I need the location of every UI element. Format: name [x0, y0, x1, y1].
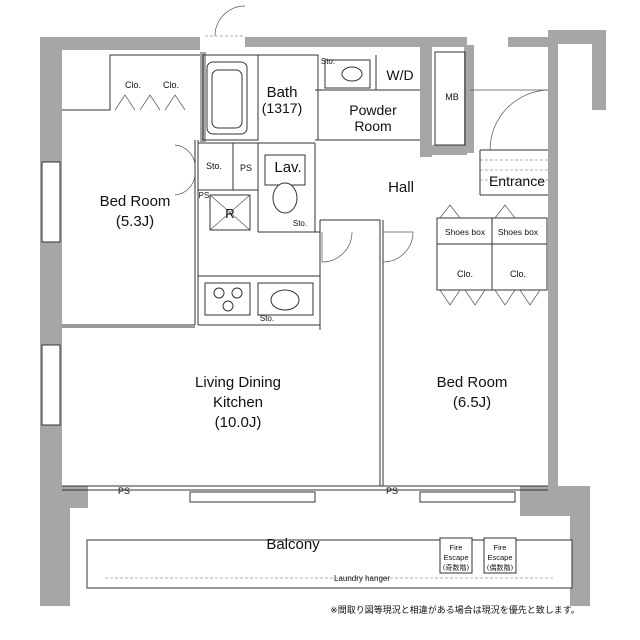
- room-labels: Bath (1317) W/D Powder Room Bed Room (5.…: [100, 67, 546, 553]
- windows: [41, 161, 516, 503]
- ps-tag-ldk: PS: [118, 486, 130, 496]
- shoes-box-tag-2: Shoes box: [498, 227, 539, 237]
- ps-tag-side: PS: [199, 191, 210, 200]
- clo-tag-2: Clo.: [163, 80, 179, 90]
- ldk-label-1: Living Dining: [195, 374, 281, 391]
- powder-room-label-2: Room: [354, 118, 391, 134]
- fire-escape-odd-tag-3: (奇数階): [443, 563, 470, 572]
- lav-label: Lav.: [274, 159, 301, 176]
- ldk-label-2: Kitchen: [213, 394, 263, 411]
- ps-tag-top: PS: [240, 163, 252, 173]
- fixtures: [86, 59, 573, 589]
- entrance-label: Entrance: [489, 173, 545, 189]
- wd-label: W/D: [386, 67, 413, 83]
- bedroom-right-label: Bed Room: [437, 374, 508, 391]
- fire-escape-odd-tag-1: Fire: [450, 543, 463, 552]
- sto-tag-kitchen: Sto.: [260, 314, 274, 323]
- interior-walls: [62, 51, 548, 491]
- doors: [114, 5, 549, 306]
- r-tag: R: [225, 206, 234, 221]
- sto-tag-left: Sto.: [206, 161, 222, 171]
- fire-escape-even-tag-2: Escape: [487, 553, 512, 562]
- hall-label: Hall: [388, 179, 414, 196]
- ldk-size-label: (10.0J): [215, 414, 262, 431]
- sto-tag-lav: Sto.: [293, 219, 307, 228]
- fire-escape-even-tag-3: (偶数階): [487, 563, 514, 572]
- tags: Clo. Clo. Clo. Clo. Sto. Sto. Sto. Sto. …: [118, 57, 539, 583]
- mb-tag: MB: [445, 92, 459, 102]
- clo-tag-1: Clo.: [125, 80, 141, 90]
- bedroom-right-size-label: (6.5J): [453, 394, 491, 411]
- ps-tag-bed: PS: [386, 486, 398, 496]
- bedroom-left-size-label: (5.3J): [116, 213, 154, 230]
- clo-tag-4: Clo.: [510, 269, 526, 279]
- bath-size-label: (1317): [262, 100, 302, 116]
- fire-escape-odd-tag-2: Escape: [443, 553, 468, 562]
- laundry-hanger-tag: Laundry hanger: [334, 574, 390, 583]
- powder-room-label-1: Powder: [349, 102, 397, 118]
- bedroom-left-label: Bed Room: [100, 193, 171, 210]
- walls: [40, 30, 606, 606]
- balcony-label: Balcony: [266, 536, 320, 553]
- fire-escape-even-tag-1: Fire: [494, 543, 507, 552]
- clo-tag-3: Clo.: [457, 269, 473, 279]
- shoes-box-tag-1: Shoes box: [445, 227, 486, 237]
- sto-tag-bath: Sto.: [321, 57, 335, 66]
- disclaimer-note: ※間取り図等現況と相違がある場合は現況を優先と致します。: [330, 604, 580, 616]
- bath-label: Bath: [267, 84, 298, 101]
